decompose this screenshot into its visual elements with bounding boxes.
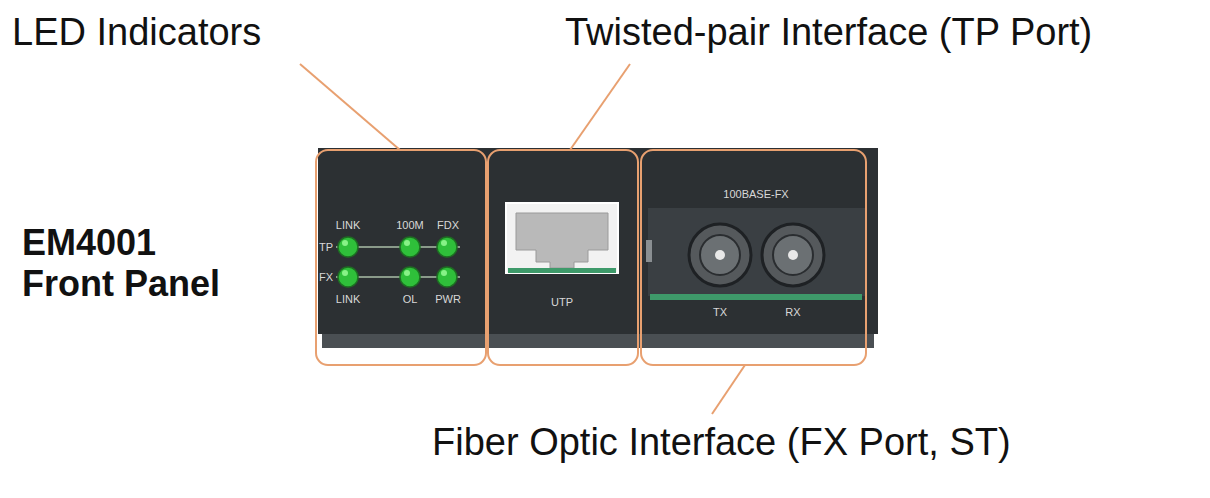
led-label: LINK	[336, 293, 360, 305]
led-row-label: FX	[319, 271, 333, 283]
led-label: LINK	[336, 219, 360, 231]
led-label: OL	[403, 293, 418, 305]
panel-title: EM4001 Front Panel	[22, 222, 252, 305]
leader-lines	[300, 64, 745, 414]
panel-body	[318, 148, 878, 334]
rj45-jack	[506, 203, 618, 273]
port-label: TX	[713, 306, 727, 318]
port-label: 100BASE-FX	[723, 188, 788, 200]
callout-label: Twisted-pair Interface (TP Port)	[565, 12, 1092, 54]
led-row-label: TP	[319, 241, 333, 253]
callout-label: Fiber Optic Interface (FX Port, ST)	[432, 422, 1011, 464]
panel-base	[322, 334, 874, 348]
led-label: 100M	[396, 219, 424, 231]
port-label: UTP	[551, 296, 573, 308]
st-connectors	[646, 208, 866, 300]
led-label: FDX	[437, 219, 459, 231]
port-label: RX	[785, 306, 800, 318]
led-highlights	[342, 240, 447, 276]
callout-label: LED Indicators	[12, 12, 261, 54]
led-label: PWR	[435, 293, 461, 305]
led-lamps	[338, 237, 457, 287]
callout-frames	[316, 150, 866, 365]
